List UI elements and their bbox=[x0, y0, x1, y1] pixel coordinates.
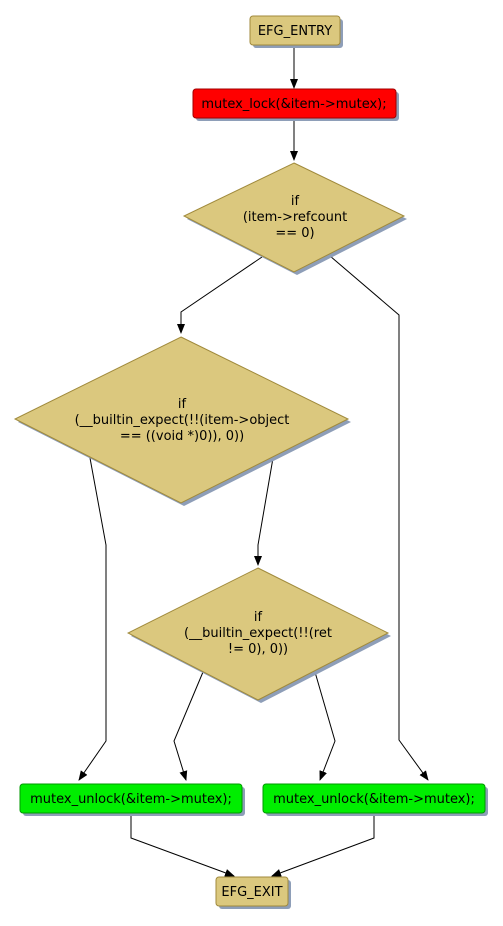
node-lock-box bbox=[192, 88, 397, 119]
edge-object-to-ret bbox=[254, 457, 274, 566]
node-exit-box bbox=[215, 876, 289, 907]
edge-object-to-unlock-left bbox=[78, 457, 107, 781]
node-unlock-right-box bbox=[262, 783, 486, 814]
node-cond-refcount: if (item->refcount == 0) bbox=[182, 162, 407, 275]
edge-unlock-right-to-exit bbox=[271, 813, 375, 877]
node-unlock-left-box bbox=[19, 783, 243, 814]
edge-refcount-to-object bbox=[177, 256, 263, 334]
node-cond-ret-shape bbox=[126, 567, 390, 701]
node-cond-object-line-1: if bbox=[178, 397, 187, 412]
node-cond-object-line-2: (__builtin_expect(!!(item->object bbox=[75, 413, 290, 428]
node-entry-label: EFG_ENTRY bbox=[258, 24, 332, 39]
edge-refcount-to-unlock-right bbox=[329, 255, 429, 781]
node-unlock-left-label: mutex_unlock(&item->mutex); bbox=[30, 792, 232, 807]
edge-unlock-left-to-exit bbox=[130, 813, 235, 877]
node-cond-ret-line-2: (__builtin_expect(!!(ret bbox=[184, 626, 332, 641]
node-cond-object-line-3: == ((void *)0)), 0)) bbox=[120, 429, 244, 444]
node-exit-label: EFG_EXIT bbox=[221, 885, 282, 900]
node-unlock-left: mutex_unlock(&item->mutex); bbox=[19, 783, 245, 816]
node-cond-ret-line-3: != 0), 0)) bbox=[228, 642, 288, 657]
node-cond-refcount-shape bbox=[182, 162, 406, 273]
node-cond-refcount-line-1: if bbox=[291, 194, 300, 209]
edges bbox=[78, 45, 429, 877]
node-cond-ret-line-1: if bbox=[254, 610, 263, 625]
node-cond-object-shape bbox=[13, 336, 350, 504]
node-cond-object: if (__builtin_expect(!!(item->object == … bbox=[13, 336, 351, 506]
node-entry: EFG_ENTRY bbox=[249, 15, 343, 48]
edge-ret-to-unlock-left bbox=[173, 671, 204, 781]
node-lock: mutex_lock(&item->mutex); bbox=[192, 88, 399, 121]
node-cond-refcount-line-3: == 0) bbox=[275, 226, 314, 241]
node-unlock-right-label: mutex_unlock(&item->mutex); bbox=[273, 792, 475, 807]
node-cond-ret: if (__builtin_expect(!!(ret != 0), 0)) bbox=[126, 567, 391, 703]
node-lock-label: mutex_lock(&item->mutex); bbox=[201, 97, 386, 112]
node-entry-box bbox=[249, 15, 341, 46]
node-unlock-right: mutex_unlock(&item->mutex); bbox=[262, 783, 488, 816]
node-cond-refcount-line-2: (item->refcount bbox=[243, 210, 347, 225]
edge-ret-to-unlock-right bbox=[314, 671, 336, 781]
node-exit: EFG_EXIT bbox=[215, 876, 291, 909]
